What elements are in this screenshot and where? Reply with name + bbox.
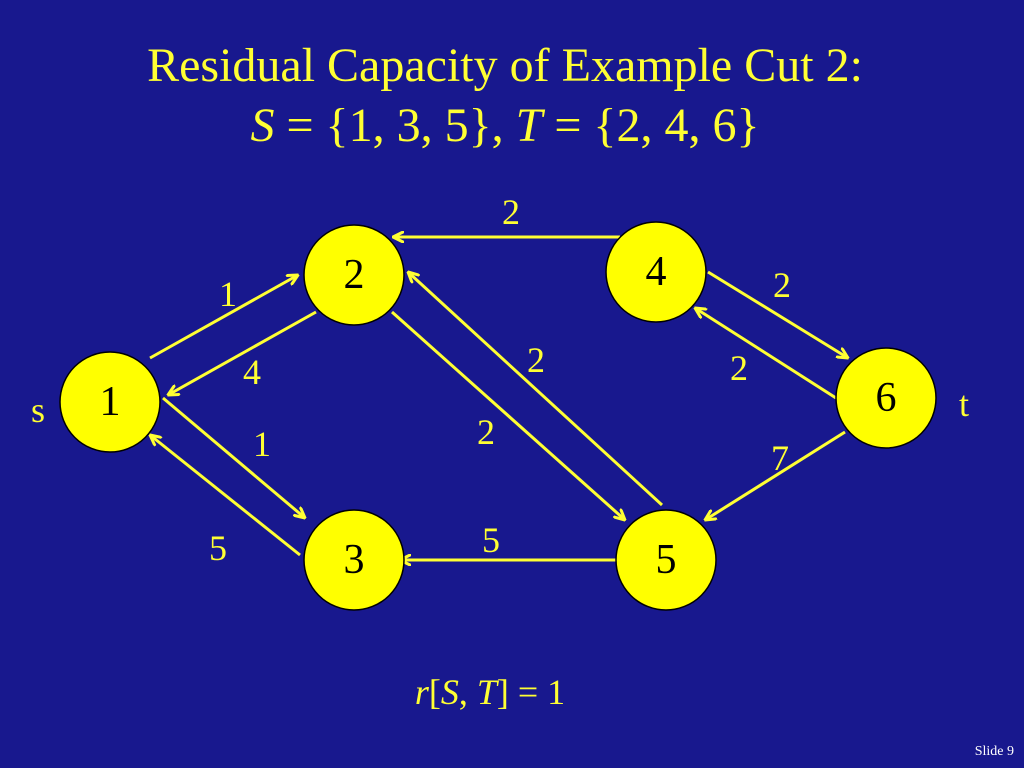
node-3: 3 [303,509,405,611]
node-2: 2 [303,224,405,326]
source-label: s [31,390,45,430]
node-2-circle [303,224,405,326]
node-4-label: 4 [646,249,667,295]
set-s-members: = {1, 3, 5}, [274,99,516,152]
edge-5-to-2 [408,272,664,507]
sink-label: t [959,384,969,424]
edge-6-to-5 [705,430,846,520]
node-6-circle [835,347,937,449]
node-6-label: 6 [876,375,897,421]
edge-1-to-2 [149,275,298,360]
title-line-2: S = {1, 3, 5}, T = {2, 4, 6} [0,96,1010,156]
capacity-5-to-3: 5 [482,520,500,560]
formula-r: r [414,672,429,712]
edge-4-to-6 [707,270,848,358]
capacity-2-to-5: 2 [477,412,495,452]
capacity-5-to-2: 2 [527,340,545,380]
capacity-labels: 1 4 1 5 2 2 2 5 2 2 7 [209,192,791,568]
formula-t: T [476,672,497,712]
edge-3-to-1 [150,435,301,557]
formula-comma: , [458,672,477,712]
capacity-1-to-2: 1 [219,274,237,314]
node-1: 1 [59,351,161,453]
capacity-4-to-2: 2 [502,192,520,232]
node-5-label: 5 [656,537,677,583]
node-1-circle [59,351,161,453]
capacity-6-to-4: 2 [730,348,748,388]
capacity-1-to-3: 1 [253,424,271,464]
capacity-2-to-1: 4 [243,352,261,392]
node-3-circle [303,509,405,611]
set-s-variable: S [250,99,275,152]
edge-1-to-3 [162,396,305,518]
residual-capacity-formula: r[S, T] = 1 [380,670,600,714]
node-5-circle [615,509,717,611]
title-line-1: Residual Capacity of Example Cut 2: [147,39,863,92]
capacity-3-to-1: 5 [209,528,227,568]
node-1-label: 1 [100,379,121,425]
edge-2-to-1 [168,310,317,395]
set-t-variable: T [515,99,543,152]
formula-s: S [440,672,459,712]
node-2-label: 2 [344,252,365,298]
set-t-members: = {2, 4, 6} [542,99,760,152]
formula-close-bracket: ] [496,672,509,712]
node-6: 6 [835,347,937,449]
formula-value: = 1 [508,672,566,712]
node-4-circle [605,221,707,323]
capacity-6-to-5: 7 [771,438,789,478]
node-3-label: 3 [344,537,365,583]
edges [150,237,848,560]
formula-open-bracket: [ [428,672,441,712]
capacity-4-to-6: 2 [773,265,791,305]
node-5: 5 [615,509,717,611]
node-4: 4 [605,221,707,323]
slide-title: Residual Capacity of Example Cut 2: S = … [0,36,1010,156]
edge-6-to-4 [695,308,837,400]
slide-number: Slide 9 [974,744,1014,759]
edge-2-to-5 [391,310,625,520]
